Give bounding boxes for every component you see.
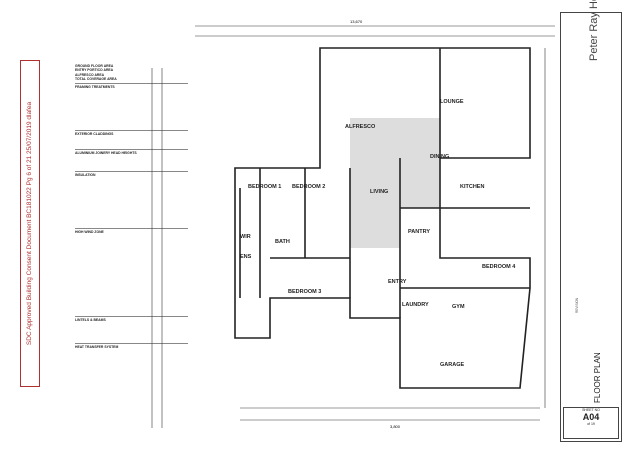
sheet-number-box: SHEET NO A04 of 19 [563,407,619,439]
room-dining: DINING [430,154,449,160]
living-area-shading [350,118,440,248]
drawing-title: FLOOR PLAN [593,352,602,403]
room-gym: GYM [452,304,465,310]
consent-stamp: SDC Approved Building Consent Document B… [20,60,40,387]
company-logo: Peter Ray Homes [588,0,600,61]
room-pantry: PANTRY [408,229,430,235]
room-bedroom-1: BEDROOM 1 [248,184,281,190]
room-bedroom-3: BEDROOM 3 [288,289,321,295]
floor-plan: LOUNGE DINING ALFRESCO BEDROOM 1 BEDROOM… [151,19,555,429]
room-bath: BATH [275,239,290,245]
room-bedroom-4: BEDROOM 4 [482,264,516,270]
title-block: Peter Ray Homes REVISION FLOOR PLAN SHEE… [560,0,622,442]
room-entry: ENTRY [388,279,407,285]
room-wir: WIR [240,234,251,240]
room-bedroom-2: BEDROOM 2 [292,184,325,190]
top-dimension: 13,670 [350,19,363,24]
room-kitchen: KITCHEN [460,184,484,190]
room-laundry: LAUNDRY [402,302,429,308]
specification-notes: GROUND FLOOR AREA ENTRY PORTICO AREA ALF… [75,64,188,349]
bottom-dimension: 3,800 [390,424,401,429]
room-lounge: LOUNGE [440,99,464,105]
room-garage: GARAGE [440,362,464,368]
room-ens: ENS [240,254,252,260]
room-living: LIVING [370,189,388,195]
room-alfresco: ALFRESCO [345,124,376,130]
revision-label: REVISION [575,297,579,313]
